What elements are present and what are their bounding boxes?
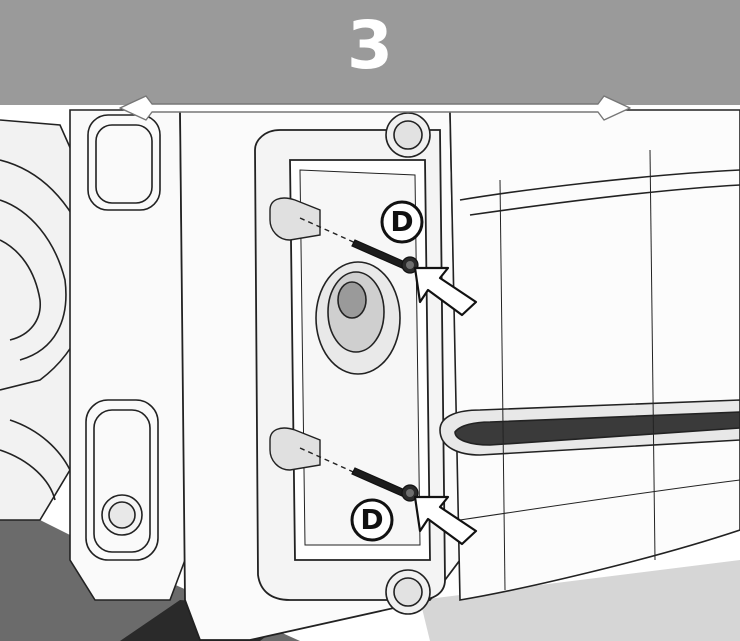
screw-bottom <box>351 467 419 502</box>
insertion-guides <box>299 217 361 476</box>
arrow-top-icon <box>413 266 478 317</box>
floor-shadow <box>420 560 740 641</box>
floor-surface <box>0 500 300 641</box>
right-body <box>439 109 740 601</box>
screw-top <box>351 239 419 274</box>
arrow-bottom-icon <box>413 495 478 546</box>
left-pillar <box>69 109 186 601</box>
mounting-hole <box>315 261 401 375</box>
callout-d-bottom-circle <box>350 498 394 542</box>
callout-label-bottom: D <box>360 503 384 536</box>
callout-d-top-circle <box>380 200 424 244</box>
callout-label-top: D <box>390 205 414 238</box>
frame-slots <box>269 197 321 471</box>
main-frame <box>179 109 461 641</box>
step-number: 3 <box>347 7 393 84</box>
screw-bosses <box>385 112 431 615</box>
step-banner <box>0 0 740 105</box>
